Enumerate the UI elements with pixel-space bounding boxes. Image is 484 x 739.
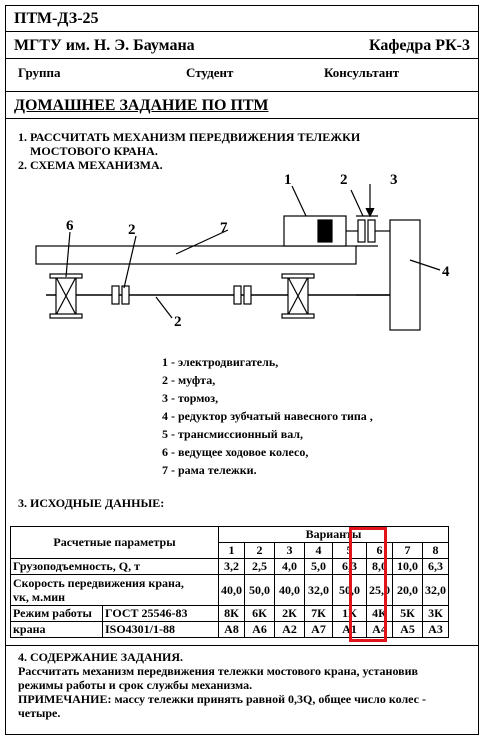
mechanism-scheme: 1 2 3 4 2 2 6 7 — [35, 172, 450, 331]
label-3: 3 — [390, 172, 398, 188]
iso-value: А2 — [274, 621, 305, 638]
variant-number: 7 — [392, 542, 423, 559]
student-label: Студент — [186, 65, 234, 80]
speed-value: 50,0 — [244, 574, 275, 606]
legend-item: 2 - муфта, — [162, 373, 216, 387]
label-6: 6 — [66, 218, 74, 234]
speed-value: 20,0 — [392, 574, 423, 606]
variant-number: 8 — [422, 542, 449, 559]
speed-value: 32,0 — [304, 574, 333, 606]
legend-item: 5 - трансмиссионный вал, — [162, 427, 304, 441]
gost-value: 2К — [274, 605, 305, 622]
section2-title: 2. СХЕМА МЕХАНИЗМА. — [18, 158, 163, 172]
label-7: 7 — [220, 220, 228, 236]
page-title: ДОМАШНЕЕ ЗАДАНИЕ ПО ПТМ — [14, 97, 269, 114]
gost-value: 7К — [304, 605, 333, 622]
section4-line4: четыре. — [18, 706, 61, 720]
iso-value: А8 — [218, 621, 245, 638]
section4-line1: Рассчитать механизм передвижения тележки… — [18, 664, 419, 678]
section4-line2: режимы работы и срок службы механизма. — [18, 678, 253, 692]
iso-value: А7 — [304, 621, 333, 638]
divider — [6, 645, 478, 646]
section4-title: 4. СОДЕРЖАНИЕ ЗАДАНИЯ. — [18, 650, 184, 664]
label-4: 4 — [442, 264, 450, 280]
params-header: Расчетные параметры — [10, 526, 219, 559]
speed-value: 32,0 — [422, 574, 449, 606]
legend-item: 4 - редуктор зубчатый навесного типа , — [162, 409, 373, 423]
capacity-value: 4,0 — [274, 558, 305, 575]
capacity-value: 2,5 — [244, 558, 275, 575]
legend-item: 7 - рама тележки. — [162, 463, 257, 477]
electric-motor — [283, 215, 347, 247]
group-label: Группа — [18, 65, 61, 80]
section3-title: 3. ИСХОДНЫЕ ДАННЫЕ: — [18, 496, 165, 510]
university-name: МГТУ им. Н. Э. Баумана — [14, 37, 195, 54]
iso-value: А6 — [244, 621, 275, 638]
iso-value: А3 — [422, 621, 449, 638]
variants-header: Варианты — [218, 526, 449, 543]
trolley-frame — [35, 245, 357, 265]
gear-reducer — [389, 219, 421, 331]
mode-label-2: крана — [10, 621, 103, 638]
section1-line2: МОСТОВОГО КРАНА. — [30, 144, 158, 158]
capacity-value: 5,0 — [304, 558, 333, 575]
capacity-value: 10,0 — [392, 558, 423, 575]
divider — [6, 31, 478, 32]
speed-value: 40,0 — [274, 574, 305, 606]
gost-value: 6К — [244, 605, 275, 622]
speed-label-line1: Скорость передвижения крана, — [13, 576, 184, 590]
divider — [6, 58, 478, 59]
speed-label: Скорость передвижения крана, vк, м.мин — [10, 574, 219, 606]
label-2: 2 — [340, 172, 348, 188]
selected-variant-highlight — [349, 527, 387, 642]
legend-item: 1 - электродвигатель, — [162, 355, 279, 369]
section4-text: Рассчитать механизм передвижения тележки… — [18, 664, 426, 720]
coupling-left — [111, 285, 120, 305]
gost-value: 3К — [422, 605, 449, 622]
capacity-value: 3,2 — [218, 558, 245, 575]
legend: 1 - электродвигатель, 2 - муфта, 3 - тор… — [162, 353, 462, 479]
gost-value: 5К — [392, 605, 423, 622]
assignment-sheet: ПТМ-ДЗ-25 МГТУ им. Н. Э. Баумана Кафедра… — [5, 5, 479, 735]
variant-number: 3 — [274, 542, 305, 559]
variant-number: 1 — [218, 542, 245, 559]
iso-label: ISO4301/1-88 — [102, 621, 219, 638]
section4-line3: ПРИМЕЧАНИЕ: массу тележки принять равной… — [18, 692, 426, 706]
department-name: Кафедра РК-3 — [368, 37, 470, 54]
document-code: ПТМ-ДЗ-25 — [14, 10, 99, 27]
capacity-value: 6,3 — [422, 558, 449, 575]
capacity-label: Грузоподъемность, Q, т — [10, 558, 219, 575]
mode-label-1: Режим работы — [10, 605, 103, 622]
consultant-label: Консультант — [324, 65, 400, 80]
section1-line1: 1. РАССЧИТАТЬ МЕХАНИЗМ ПЕРЕДВИЖЕНИЯ ТЕЛЕ… — [18, 130, 361, 144]
brake-coupling — [357, 219, 366, 243]
legend-item: 6 - ведущее ходовое колесо, — [162, 445, 309, 459]
divider — [6, 118, 478, 119]
label-1: 1 — [284, 172, 292, 188]
speed-label-line2: vк, м.мин — [13, 590, 66, 604]
divider — [6, 91, 478, 92]
iso-value: А5 — [392, 621, 423, 638]
legend-item: 3 - тормоз, — [162, 391, 219, 405]
variant-number: 4 — [304, 542, 333, 559]
label-2b: 2 — [128, 222, 136, 238]
gost-value: 8К — [218, 605, 245, 622]
variant-number: 2 — [244, 542, 275, 559]
label-2c: 2 — [174, 314, 182, 330]
speed-value: 40,0 — [218, 574, 245, 606]
coupling-mid — [233, 285, 242, 305]
gost-label: ГОСТ 25546-83 — [102, 605, 219, 622]
